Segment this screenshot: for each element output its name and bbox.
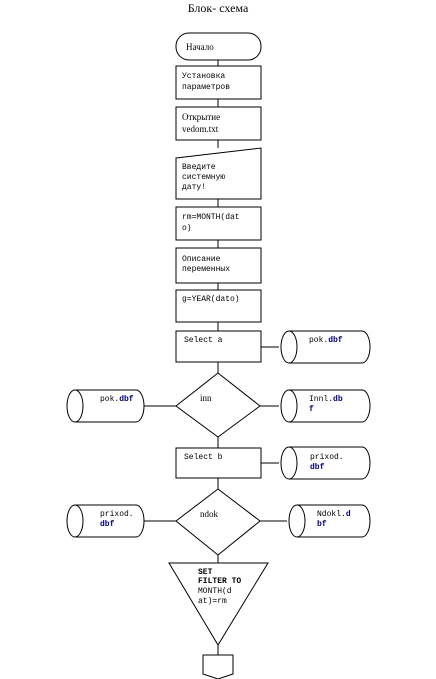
svg-text:vedom.txt: vedom.txt [182,124,219,134]
svg-text:pok.dbf: pok.dbf [100,395,134,404]
inn-decision: inn [175,372,261,438]
year-block: g=YEAR(dato) [175,289,262,323]
svg-text:bf: bf [317,520,327,529]
svg-text:dbf: dbf [310,463,325,472]
svg-text:f: f [309,405,314,414]
pok-dbf-left-storage: pok.dbf [66,389,145,423]
svg-text:rm=MONTH(dat: rm=MONTH(dat [182,213,240,222]
month-block: rm=MONTH(dat o) [175,206,262,241]
svg-text:дату!: дату! [182,183,206,192]
svg-text:MONTH(d: MONTH(d [198,587,232,596]
svg-text:FILTER TO: FILTER TO [198,577,241,586]
off-page-connector [202,654,234,679]
svg-text:dbf: dbf [100,520,115,529]
svg-text:Ndokl.d: Ndokl.d [317,510,351,519]
ndok-decision: ndok [175,488,261,556]
filter-triangle: SET FILTER TO MONTH(d at)=rm [168,562,269,646]
svg-text:prixod.: prixod. [310,453,344,462]
innl-dbf-storage: Innl.db f [280,389,371,423]
svg-text:prixod.: prixod. [100,510,134,519]
connectors [144,60,287,655]
start-label: Начало [186,42,214,52]
date-input-block: Введите системную дату! [175,147,262,200]
select-a-block: Select a [175,330,262,363]
svg-text:SET: SET [198,568,213,577]
start-terminal: Начало [175,32,262,61]
svg-text:Установка: Установка [182,72,225,81]
chart-title: Блок- схема [188,1,249,15]
open-file-block: Открытие vedom.txt [175,106,262,141]
pok-dbf-right-storage: pok.dbf [280,330,371,364]
set-parameters-block: Установка параметров [175,65,262,100]
select-b-block: Select b [175,447,262,479]
svg-text:Innl.db: Innl.db [309,395,343,404]
svg-text:Select b: Select b [184,453,223,462]
variables-block: Описание переменных [175,247,262,284]
ndokl-dbf-storage: Ndokl.d bf [288,504,371,538]
svg-text:Введите: Введите [182,163,216,172]
svg-text:at)=rm: at)=rm [198,597,227,606]
svg-text:pok.dbf: pok.dbf [309,336,343,345]
svg-text:o): o) [182,224,192,233]
svg-text:inn: inn [200,393,212,403]
prixod-dbf-left-storage: prixod. dbf [66,504,145,538]
prixod-dbf-right-storage: prixod. dbf [280,446,371,480]
svg-text:g=YEAR(dato): g=YEAR(dato) [182,295,240,304]
svg-text:системную: системную [182,173,225,182]
svg-text:ndok: ndok [200,509,219,519]
svg-text:Открытие: Открытие [182,112,220,122]
svg-text:Описание: Описание [182,255,221,264]
svg-text:Select a: Select a [184,336,223,345]
svg-text:переменных: переменных [182,265,230,274]
svg-text:параметров: параметров [182,83,230,92]
